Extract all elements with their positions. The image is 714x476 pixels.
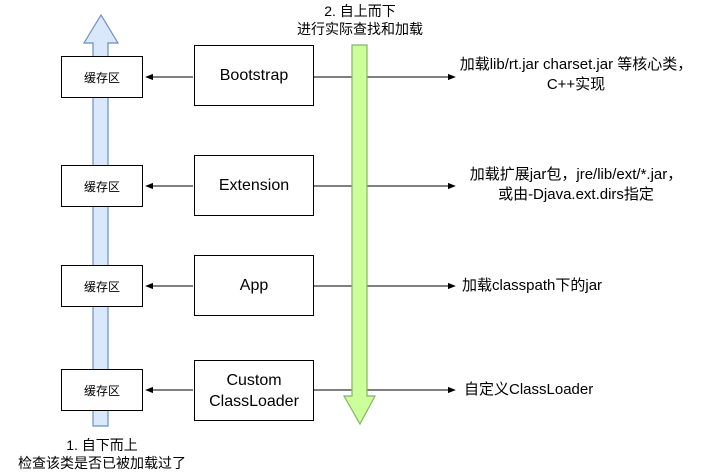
bootstrap-loader-box: Bootstrap (194, 45, 314, 106)
top-down-note-line1: 2. 自上而下 (324, 3, 396, 19)
bootstrap-loader-label: Bootstrap (219, 67, 289, 84)
cache-box-custom: 缓存区 (61, 369, 143, 411)
top-down-note: 2. 自上而下 进行实际查找和加载 (280, 2, 440, 38)
extension-loader-box: Extension (194, 155, 314, 216)
app-description: 加载classpath下的jar (462, 276, 602, 296)
custom-loader-box: Custom ClassLoader (194, 360, 314, 421)
extension-description-line2: 或由-Djava.ext.dirs指定 (498, 186, 654, 203)
extension-description: 加载扩展jar包，jre/lib/ext/*.jar， 或由-Djava.ext… (456, 165, 696, 205)
downward-load-arrow (342, 44, 377, 426)
cache-box-extension: 缓存区 (61, 165, 143, 207)
custom-description: 自定义ClassLoader (464, 380, 593, 400)
bootstrap-description: 加载lib/rt.jar charset.jar 等核心类， C++实现 (456, 55, 696, 95)
app-loader-box: App (194, 255, 314, 316)
top-down-note-line2: 进行实际查找和加载 (297, 21, 423, 37)
app-description-line1: 加载classpath下的jar (462, 277, 603, 294)
upward-check-arrow (82, 13, 120, 427)
extension-description-line1: 加载扩展jar包，jre/lib/ext/*.jar， (469, 166, 683, 183)
cache-box-bootstrap: 缓存区 (61, 56, 143, 98)
bootstrap-description-line1: 加载lib/rt.jar charset.jar 等核心类， (459, 56, 693, 73)
custom-loader-label-line2: ClassLoader (209, 392, 299, 410)
bottom-up-note-line2: 检查该类是否已被加载过了 (18, 455, 186, 471)
bootstrap-description-line2: C++实现 (546, 76, 606, 93)
bottom-up-note-line1: 1. 自下而上 (66, 437, 138, 453)
bottom-up-note: 1. 自下而上 检查该类是否已被加载过了 (0, 436, 204, 472)
cache-box-app: 缓存区 (61, 265, 143, 307)
custom-description-line1: 自定义ClassLoader (464, 381, 594, 398)
extension-loader-label: Extension (218, 177, 290, 194)
custom-loader-label-line1: Custom (226, 371, 282, 389)
app-loader-label: App (239, 277, 269, 294)
